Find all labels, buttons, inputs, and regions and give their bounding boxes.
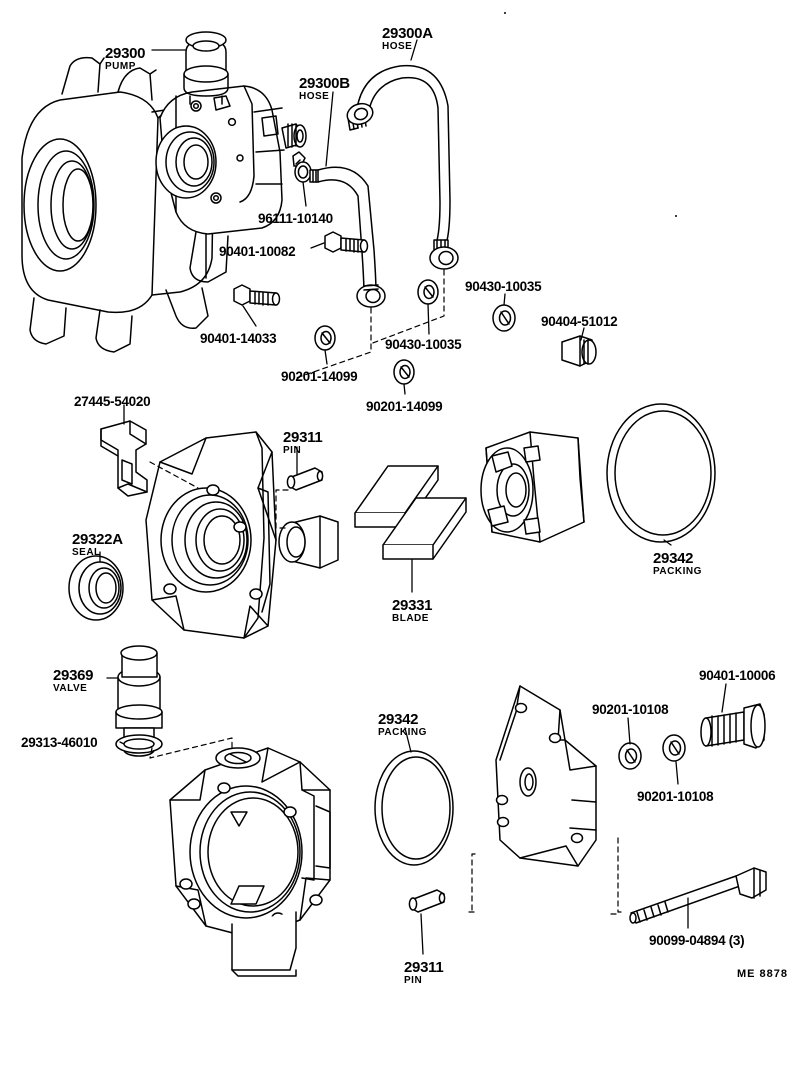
part-number: 90201-10108 — [592, 702, 669, 717]
part-name: PACKING — [378, 727, 427, 738]
part-number: 90201-14099 — [281, 369, 358, 384]
label-90401-10006: 90401-10006 — [699, 668, 776, 683]
part-number: 29331 — [392, 597, 433, 614]
front-housing-illustration — [68, 403, 716, 639]
label-90404-51012: 90404-51012 — [541, 314, 618, 329]
assembly-dashed-bottom — [149, 737, 625, 915]
label-29313-46010: 29313-46010 — [21, 735, 98, 750]
label-90201-10108-lower: 90201-10108 — [637, 789, 714, 804]
part-number: 29342 — [378, 711, 419, 728]
leader-lines-top — [151, 39, 585, 395]
part-number: 90401-10006 — [699, 668, 776, 683]
part-number: 90099-04894 (3) — [649, 933, 745, 948]
part-number: 90201-10108 — [637, 789, 714, 804]
label-29311-pin-upper: 29311 PIN — [283, 429, 323, 456]
part-name: PUMP — [105, 61, 136, 72]
part-number: 90430-10035 — [465, 279, 542, 294]
label-90401-10082: 90401-10082 — [219, 244, 296, 259]
print-speck — [675, 215, 677, 217]
label-90430-10035-left: 90430-10035 — [385, 337, 462, 352]
part-number: 90201-14099 — [366, 399, 443, 414]
part-number: 90401-10082 — [219, 244, 296, 259]
part-name: VALVE — [53, 683, 88, 694]
rear-housing-illustration — [115, 645, 767, 977]
sheet-code-watermark: ME 8878 — [737, 968, 789, 980]
label-29342-packing-lower: 29342 PACKING — [378, 712, 427, 738]
part-number: 29369 — [53, 667, 94, 684]
part-number: 90430-10035 — [385, 337, 462, 352]
print-speck — [504, 12, 506, 14]
part-number: 90401-14033 — [200, 331, 277, 346]
label-90099-04894: 90099-04894 (3) — [649, 933, 745, 948]
hose-29300a-illustration — [346, 64, 459, 270]
assembly-dashed-middle — [149, 461, 289, 529]
part-name: HOSE — [299, 91, 330, 102]
label-90430-10035-right: 90430-10035 — [465, 279, 542, 294]
label-29331-blade: 29331 BLADE — [392, 597, 433, 624]
label-90201-10108-upper: 90201-10108 — [592, 702, 669, 717]
part-name: BLADE — [392, 613, 429, 624]
part-number: 29313-46010 — [21, 735, 98, 750]
leader-lines-bottom — [106, 677, 727, 955]
part-number: 90404-51012 — [541, 314, 618, 329]
label-29300b-hose: 29300B HOSE — [299, 76, 350, 102]
assembly-dashed-top — [295, 269, 445, 379]
label-90201-14099-upper: 90201-14099 — [281, 369, 358, 384]
label-29300a-hose: 29300A HOSE — [382, 26, 433, 52]
part-name: PACKING — [653, 566, 702, 577]
label-27445-54020: 27445-54020 — [74, 394, 151, 409]
part-number: 27445-54020 — [74, 394, 151, 409]
part-number: 96111-10140 — [258, 211, 333, 226]
part-number: 29311 — [404, 959, 444, 976]
part-name: PIN — [283, 445, 302, 456]
part-name: HOSE — [382, 41, 413, 52]
label-29369-valve: 29369 VALVE — [53, 667, 94, 694]
label-29342-packing-upper: 29342 PACKING — [653, 551, 702, 577]
part-number: 29300B — [299, 75, 350, 92]
part-name: PIN — [404, 975, 423, 986]
part-number: 29342 — [653, 550, 694, 567]
part-number: 29311 — [283, 429, 323, 446]
part-number: 29300 — [105, 45, 146, 62]
pump-body-illustration — [21, 31, 312, 353]
part-name: SEAL — [72, 547, 101, 558]
label-90401-14033: 90401-14033 — [200, 331, 277, 346]
label-29322a-seal: 29322A SEAL — [72, 532, 123, 558]
part-number: 29322A — [72, 531, 123, 548]
hose-29300b-illustration — [309, 166, 386, 308]
leader-lines-middle — [99, 404, 672, 593]
label-29311-pin-lower: 29311 PIN — [404, 959, 444, 986]
label-29300-pump: 29300 PUMP — [105, 45, 146, 72]
part-number: 29300A — [382, 25, 433, 42]
label-96111-10140: 96111-10140 — [258, 212, 333, 226]
label-90201-14099-lower: 90201-14099 — [366, 399, 443, 414]
